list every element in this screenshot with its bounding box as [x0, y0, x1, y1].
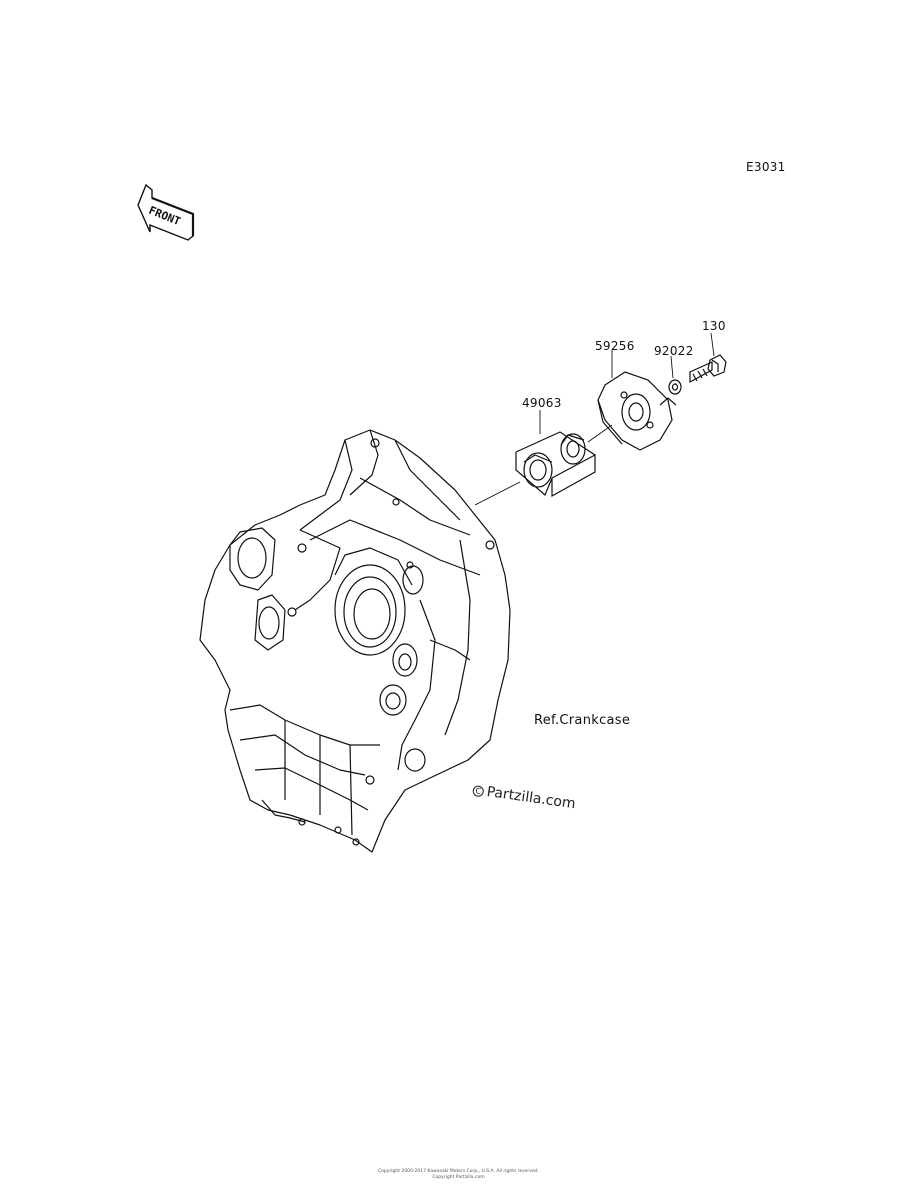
washer-part [668, 379, 682, 395]
diagram-code: E3031 [746, 160, 786, 174]
callout-49063: 49063 [522, 396, 562, 410]
crankcase-drawing [199, 429, 511, 853]
reference-label: Ref.Crankcase [534, 713, 631, 728]
bolt-part [689, 354, 727, 384]
copyright-line-1: Copyright 2000-2017 Kawasaki Motors Corp… [378, 1169, 539, 1174]
callout-130: 130 [702, 319, 726, 333]
pump-cover-part [597, 371, 677, 451]
copyright-mark-icon: C [472, 784, 485, 797]
copyright-line-2: Copyright Partzilla.com [432, 1175, 485, 1180]
oil-seal-part [515, 431, 597, 498]
callout-92022: 92022 [654, 344, 694, 358]
callout-59256: 59256 [595, 339, 635, 353]
callout-leaders [539, 332, 715, 434]
front-arrow-icon: FRONT [137, 183, 195, 241]
assembly-axis-line [474, 481, 521, 506]
